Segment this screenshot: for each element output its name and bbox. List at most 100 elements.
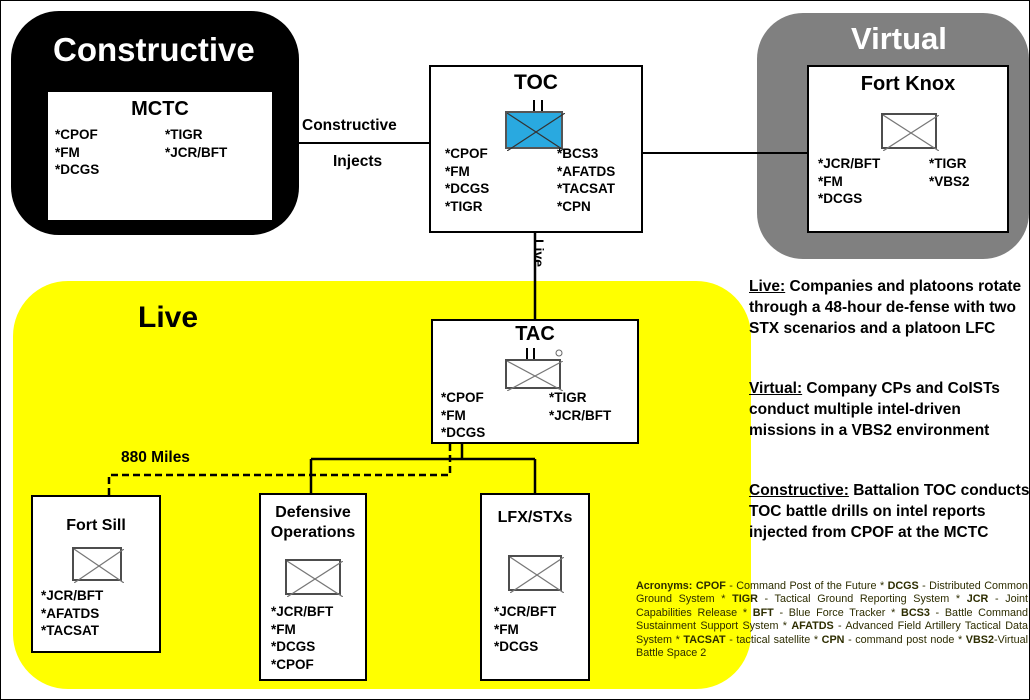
- mctc-systems-right: *TIGR *JCR/BFT: [165, 126, 227, 161]
- tac-title: TAC: [515, 323, 555, 345]
- defensive-operations-node: Defensive Operations *JCR/BFT *FM *DCGS …: [259, 493, 367, 681]
- unit-symbol-icon: [72, 547, 124, 583]
- system-entry: *DCGS: [441, 425, 486, 440]
- note-text: Company CPs and CoISTs conduct multiple …: [749, 380, 1000, 439]
- acronym-term: DCGS: [887, 580, 919, 592]
- echelon-marker-icon: [526, 348, 563, 359]
- defensive-operations-systems: *JCR/BFT *FM *DCGS *CPOF: [271, 603, 333, 673]
- system-entry: *FM: [494, 621, 519, 637]
- note-lead: Virtual:: [749, 380, 803, 397]
- system-entry: *CPOF: [445, 146, 488, 161]
- note-lead: Live:: [749, 278, 786, 295]
- acronym-definition: - tactical satellite: [725, 633, 811, 646]
- system-entry: *JCR/BFT: [271, 604, 334, 619]
- system-entry: *DCGS: [818, 191, 863, 206]
- acronym-term: CPN: [821, 633, 845, 646]
- system-entry: *CPOF: [271, 656, 314, 672]
- virtual-title: Virtual: [851, 21, 947, 56]
- constructive-injects-label-top: Constructive: [302, 117, 397, 134]
- lfx-stxs-node: LFX/STXs *JCR/BFT *FM *DCGS: [480, 493, 590, 681]
- fort-knox-title: Fort Knox: [860, 73, 956, 95]
- acronym-definition: - command post node: [844, 633, 955, 646]
- system-entry: *JCR/BFT: [41, 588, 104, 603]
- fort-sill-title: Fort Sill: [66, 517, 126, 534]
- unit-symbol-icon: [505, 111, 565, 151]
- note-lead: Constructive:: [749, 482, 849, 499]
- system-entry: *AFATDS: [557, 163, 616, 179]
- mctc-systems-left: *CPOF *FM *DCGS: [55, 126, 99, 179]
- system-entry: *TACSAT: [557, 181, 615, 196]
- system-entry: *FM: [818, 173, 843, 189]
- acronym-definition: - Tactical Ground Reporting System: [757, 593, 950, 606]
- mctc-node: MCTC *CPOF *FM *DCGS *TIGR *JCR/BFT: [46, 90, 274, 222]
- system-entry: *DCGS: [445, 181, 490, 196]
- system-entry: *CPN: [557, 198, 591, 214]
- echelon-marker-icon: [533, 100, 543, 111]
- note-text: Battalion TOC conducts TOC battle drills…: [749, 482, 1030, 541]
- tac-node: TAC *CPOF *FM *DCGS *TIGR *JCR/BFT: [431, 319, 639, 444]
- unit-symbol-icon: [881, 113, 939, 151]
- system-entry: *FM: [445, 163, 470, 179]
- acronym-definition: -Virtual Battle Space 2: [636, 633, 1028, 660]
- unit-symbol-icon: [508, 555, 564, 593]
- fort-sill-systems: *JCR/BFT *AFATDS *TACSAT: [41, 587, 103, 640]
- mctc-title: MCTC: [131, 98, 189, 120]
- live-title: Live: [138, 301, 199, 334]
- acronym-term: AFATDS: [791, 620, 834, 633]
- distance-label: 880 Miles: [121, 449, 190, 466]
- toc-node: TOC *CPOF *FM *DCGS *TIGR *BCS3 *AFATDS …: [429, 65, 643, 233]
- system-entry: *CPOF: [55, 127, 98, 142]
- system-entry: *TIGR: [549, 390, 587, 405]
- fort-sill-dashed-link: [107, 444, 452, 495]
- system-entry: *DCGS: [271, 639, 316, 654]
- system-entry: *FM: [55, 144, 80, 160]
- system-entry: *CPOF: [441, 390, 484, 405]
- acronym-term: CPOF: [695, 580, 726, 592]
- system-entry: *JCR/BFT: [165, 144, 228, 160]
- acronym-definition: - Distributed Common Ground System: [636, 580, 1029, 606]
- toc-title: TOC: [514, 71, 558, 94]
- defensive-operations-title-line2: Operations: [270, 524, 356, 541]
- system-entry: *JCR/BFT: [818, 156, 881, 171]
- note-constructive: Constructive: Battalion TOC conducts TOC…: [749, 480, 1030, 543]
- fort-knox-node: Fort Knox *JCR/BFT *FM *DCGS *TIGR *VBS2: [807, 65, 1009, 233]
- acronym-definition: - Command Post of the Future: [725, 580, 877, 592]
- system-entry: *TIGR: [929, 156, 967, 171]
- acronym-definition: - Blue Force Tracker: [773, 606, 886, 619]
- acronym-term: TIGR: [732, 593, 758, 606]
- system-entry: *JCR/BFT: [494, 604, 557, 619]
- defensive-operations-title-line1: Defensive: [275, 504, 351, 521]
- system-entry: *DCGS: [55, 162, 100, 177]
- system-entry: *FM: [271, 621, 296, 637]
- fort-knox-systems-right: *TIGR *VBS2: [929, 155, 970, 190]
- lfx-stxs-systems: *JCR/BFT *FM *DCGS: [494, 603, 556, 656]
- acronym-term: TACSAT: [683, 633, 726, 646]
- system-entry: *BCS3: [557, 146, 599, 161]
- system-entry: *VBS2: [929, 173, 970, 189]
- system-entry: *AFATDS: [41, 605, 100, 621]
- acronym-definition: - Joint Capabilities Release: [636, 593, 1029, 619]
- tac-systems-left: *CPOF *FM *DCGS: [441, 389, 485, 442]
- acronym-term: JCR: [966, 593, 989, 606]
- acronym-term: BCS3: [901, 606, 930, 619]
- lfx-stxs-title: LFX/STXs: [497, 509, 573, 526]
- acronyms-heading: Acronyms:: [636, 580, 693, 592]
- toc-systems-right: *BCS3 *AFATDS *TACSAT *CPN: [557, 145, 615, 215]
- note-text: Companies and platoons rotate through a …: [749, 278, 1022, 337]
- acronyms-footnote: Acronyms: CPOF - Command Post of the Fut…: [636, 580, 1029, 660]
- system-entry: *FM: [441, 407, 466, 423]
- defensive-operations-title: Defensive Operations: [261, 503, 365, 543]
- unit-symbol-icon: [505, 359, 563, 391]
- system-entry: *DCGS: [494, 639, 539, 654]
- tac-systems-right: *TIGR *JCR/BFT: [549, 389, 611, 424]
- acronym-definition: - Advanced Field Artillery Tactical Data…: [636, 620, 1029, 646]
- fort-sill-node: Fort Sill *JCR/BFT *AFATDS *TACSAT: [31, 495, 161, 653]
- acronym-definition: - Battle Command Sustainment Support Sys…: [636, 606, 1028, 633]
- toc-systems-left: *CPOF *FM *DCGS *TIGR: [445, 145, 489, 215]
- constructive-injects-label-bottom: Injects: [333, 153, 383, 170]
- system-entry: *JCR/BFT: [549, 407, 612, 423]
- system-entry: *TACSAT: [41, 623, 99, 638]
- live-link-label: Live: [531, 239, 547, 268]
